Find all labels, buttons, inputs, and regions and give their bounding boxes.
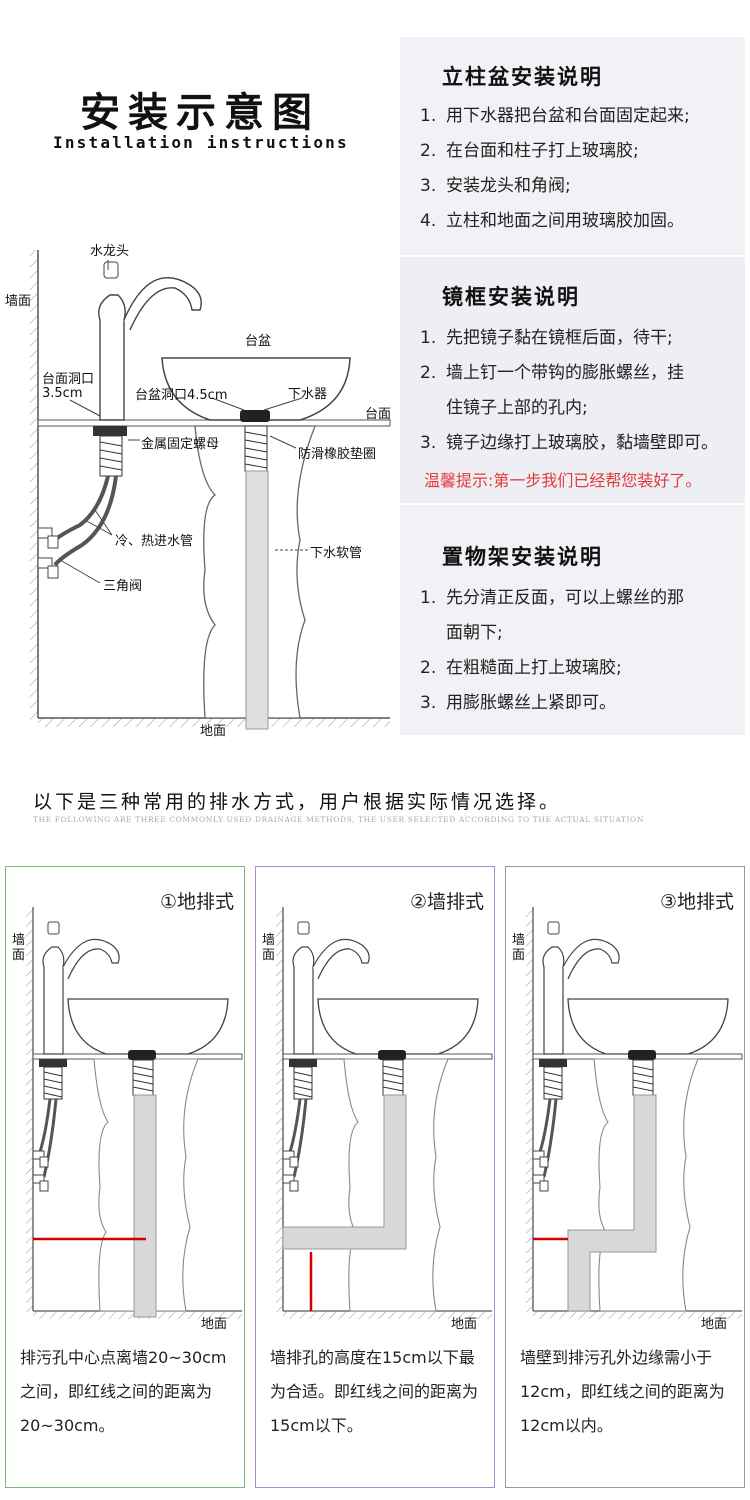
panel-title: 置物架安装说明 [442, 545, 603, 569]
label-metal-nut: 金属固定螺母 [141, 437, 220, 452]
instruction-list: 1.先把镜子黏在镜框后面，待干; 2.墙上钉一个带钩的膨胀螺丝，挂住镜子上部的孔… [420, 321, 737, 461]
label-inlet-pipes: 冷、热进水管 [115, 534, 194, 549]
label-countertop: 台面 [365, 407, 392, 422]
list-item: 2.墙上钉一个带钩的膨胀螺丝，挂住镜子上部的孔内; [420, 363, 684, 418]
label-wall: 墙面 [262, 933, 276, 963]
panel-title: 镜框安装说明 [442, 285, 580, 309]
label-drain: 下水器 [288, 387, 328, 402]
floor-drain-diagram [26, 907, 243, 1319]
panel-pedestal-basin: 立柱盆安装说明 1.用下水器把台盆和台面固定起来; 2.在台面和柱子打上玻璃胶;… [400, 37, 745, 255]
label-counter-hole-size: 3.5cm [42, 386, 83, 401]
label-counter-hole: 台面洞口 [42, 372, 95, 387]
card-description: 排污孔中心点离墙20~30cm之间，即红线之间的距离为20~30cm。 [20, 1348, 227, 1435]
card-wall-drain: ②墙排式 墙面 地面 墙排孔的高度在15cm以下最为合适。即红线之间的距离为15… [255, 866, 495, 1488]
label-floor: 地面 [451, 1317, 478, 1332]
label-faucet: 水龙头 [90, 244, 130, 259]
label-basin-hole: 台盆洞口4.5cm [135, 388, 228, 403]
countertop-shape [37, 419, 391, 427]
label-basin: 台盆 [245, 334, 272, 349]
list-item: 1.用下水器把台盆和台面固定起来; [420, 106, 690, 126]
floor-hatch [38, 719, 390, 727]
label-floor: 地面 [200, 724, 227, 739]
list-item: 2.在粗糙面上打上玻璃胶; [420, 658, 622, 678]
label-floor: 地面 [201, 1317, 228, 1332]
instruction-list: 1.用下水器把台盆和台面固定起来; 2.在台面和柱子打上玻璃胶; 3.安装龙头和… [420, 99, 737, 239]
wall-hatch [30, 250, 38, 720]
faucet-spout [123, 276, 202, 331]
drain-hose-shape [245, 470, 269, 730]
panel-mirror-frame: 镜框安装说明 1.先把镜子黏在镜框后面，待干; 2.墙上钉一个带钩的膨胀螺丝，挂… [400, 257, 745, 503]
list-item: 4.立柱和地面之间用玻璃胶加固。 [420, 211, 684, 231]
floor-drain-offset-diagram [526, 907, 743, 1319]
panel-shelf: 置物架安装说明 1.先分清正反面，可以上螺丝的那面朝下; 2.在粗糙面上打上玻璃… [400, 505, 745, 735]
label-rubber-gasket: 防滑橡胶垫圈 [298, 447, 377, 462]
page-subtitle: Installation instructions [53, 133, 349, 152]
methods-title: 以下是三种常用的排水方式，用户根据实际情况选择。 [33, 791, 562, 813]
basin-shape [161, 357, 351, 421]
page-title: 安装示意图 [80, 90, 320, 136]
list-item: 3.镜子边缘打上玻璃胶，黏墙壁即可。 [420, 433, 718, 453]
methods-subtitle: THE FOLLOWING ARE THREE COMMONLY USED DR… [33, 815, 645, 824]
warm-tip: 温馨提示:第一步我们已经帮您装好了。 [424, 471, 702, 490]
wall-drain-diagram [276, 907, 493, 1319]
faucet-body [98, 294, 126, 421]
installation-diagram [30, 250, 391, 730]
label-angle-valve: 三角阀 [103, 579, 143, 594]
card-title: ②墙排式 [409, 891, 484, 913]
card-title: ③地排式 [659, 891, 734, 913]
label-wall: 墙面 [5, 294, 32, 309]
label-floor: 地面 [701, 1317, 728, 1332]
list-item: 3.用膨胀螺丝上紧即可。 [420, 693, 616, 713]
label-wall: 墙面 [12, 933, 26, 963]
panel-title: 立柱盆安装说明 [442, 65, 603, 89]
instruction-list: 1.先分清正反面，可以上螺丝的那面朝下; 2.在粗糙面上打上玻璃胶; 3.用膨胀… [420, 581, 737, 721]
list-item: 1.先分清正反面，可以上螺丝的那面朝下; [420, 588, 684, 643]
card-floor-drain-2: ③地排式 墙面 地面 墙壁到排污孔外边缘需小于12cm，即红线之间的距离为12c… [505, 866, 745, 1488]
card-floor-drain: ①地排式 墙面 地面 排污孔中心点离墙20~30cm之间，即红线之间的距离为20… [5, 866, 245, 1488]
label-drain-hose: 下水软管 [310, 546, 363, 561]
list-item: 2.在台面和柱子打上玻璃胶; [420, 141, 639, 161]
list-item: 3.安装龙头和角阀; [420, 176, 571, 196]
card-title: ①地排式 [159, 891, 234, 913]
label-wall: 墙面 [512, 933, 526, 963]
card-description: 墙排孔的高度在15cm以下最为合适。即红线之间的距离为15cm以下。 [270, 1348, 479, 1435]
list-item: 1.先把镜子黏在镜框后面，待干; [420, 328, 673, 348]
card-description: 墙壁到排污孔外边缘需小于12cm，即红线之间的距离为12cm以内。 [520, 1348, 725, 1435]
